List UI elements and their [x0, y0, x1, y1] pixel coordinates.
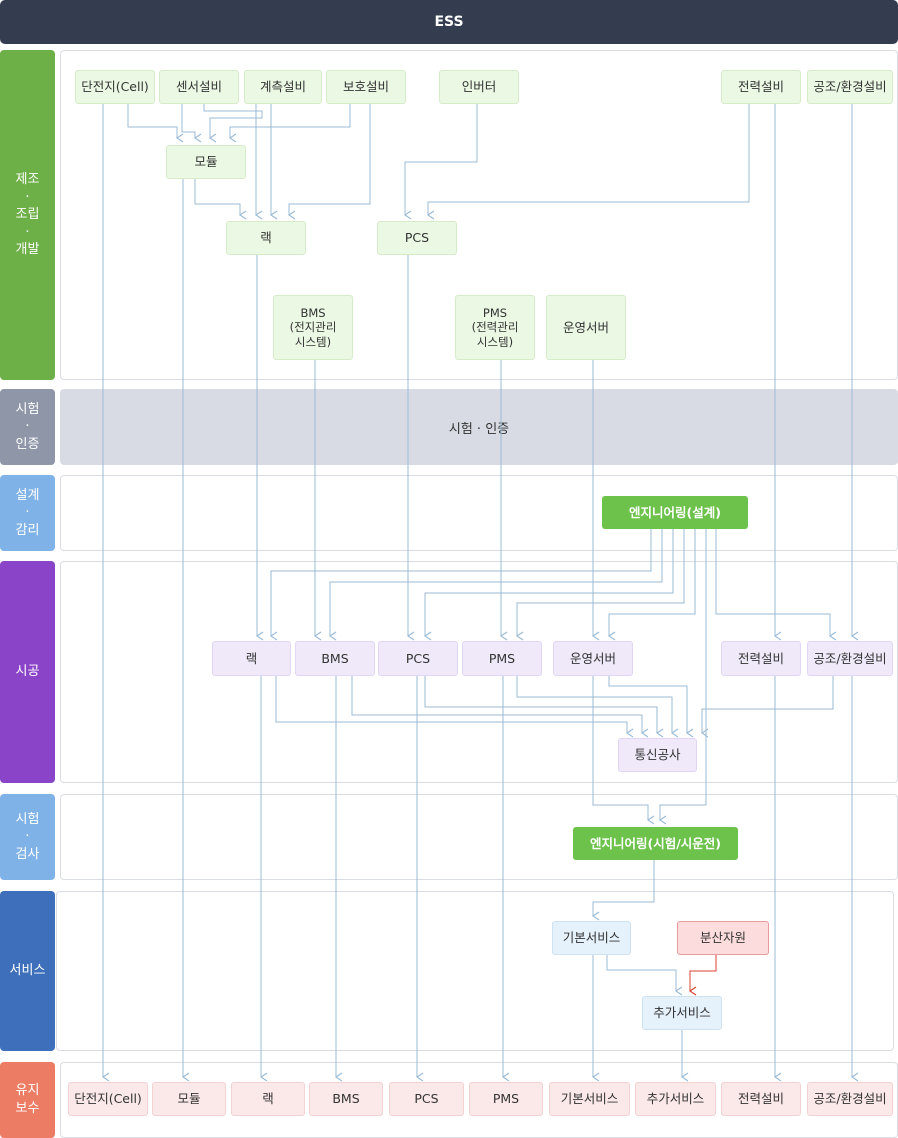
mnt-item: PMS	[469, 1082, 543, 1116]
con-server: 운영서버	[553, 641, 633, 676]
con-bms: BMS	[295, 641, 375, 676]
mfg-inverter: 인버터	[439, 70, 519, 104]
mnt-item: 추가서비스	[635, 1082, 716, 1116]
mnt-item: 모듈	[152, 1082, 226, 1116]
mnt-item: PCS	[389, 1082, 464, 1116]
con-pcs: PCS	[378, 641, 458, 676]
mnt-item: 랙	[231, 1082, 305, 1116]
mfg-cell: 단전지(Cell)	[75, 70, 155, 104]
con-comm: 통신공사	[618, 738, 697, 772]
con-power: 전력설비	[721, 641, 801, 676]
stage-testing: 시험 · 검사	[0, 794, 55, 880]
mfg-pms: PMS (전력관리 시스템)	[455, 295, 535, 360]
ess-title: ESS	[0, 0, 898, 44]
stage-design: 설계 · 감리	[0, 475, 55, 551]
mnt-item: 기본서비스	[549, 1082, 630, 1116]
mfg-module: 모듈	[166, 145, 246, 179]
mfg-pcs: PCS	[377, 221, 457, 255]
mfg-hvac: 공조/환경설비	[807, 70, 893, 104]
stage-manufacturing: 제조 · 조립 · 개발	[0, 50, 55, 380]
certification-bar: 시험 · 인증	[60, 389, 898, 465]
mfg-metering: 계측설비	[244, 70, 322, 104]
mfg-server: 운영서버	[546, 295, 626, 360]
mnt-item: 단전지(Cell)	[68, 1082, 148, 1116]
panel-testing	[60, 794, 898, 880]
svc-basic: 기본서비스	[552, 921, 631, 955]
con-hvac: 공조/환경설비	[807, 641, 893, 676]
stage-certification: 시험 · 인증	[0, 389, 55, 465]
con-pms: PMS	[462, 641, 542, 676]
mfg-rack: 랙	[226, 221, 306, 255]
mfg-bms: BMS (전지관리 시스템)	[273, 295, 353, 360]
mnt-item: 전력설비	[721, 1082, 801, 1116]
mnt-item: BMS	[309, 1082, 383, 1116]
con-rack: 랙	[212, 641, 291, 676]
engineering-design: 엔지니어링(설계)	[602, 496, 748, 529]
svc-additional: 추가서비스	[642, 996, 722, 1030]
svc-distributed: 분산자원	[677, 921, 769, 955]
panel-service	[56, 891, 894, 1051]
stage-maintenance: 유지 보수	[0, 1062, 55, 1138]
stage-construction: 시공	[0, 561, 55, 783]
engineering-testing: 엔지니어링(시험/시운전)	[573, 827, 738, 860]
mfg-power: 전력설비	[721, 70, 801, 104]
mnt-item: 공조/환경설비	[807, 1082, 893, 1116]
stage-service: 서비스	[0, 891, 55, 1051]
panel-design	[60, 475, 898, 551]
mfg-sensor: 센서설비	[159, 70, 239, 104]
mfg-protection: 보호설비	[326, 70, 406, 104]
